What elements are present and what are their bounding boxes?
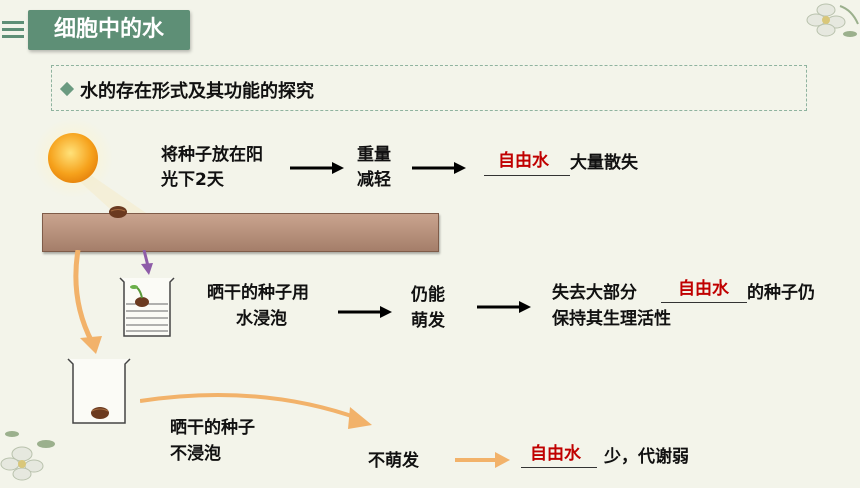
- menu-lines-icon: [0, 18, 26, 40]
- section-subtitle: 水的存在形式及其功能的探究: [80, 81, 314, 102]
- flower-decoration-icon: [0, 420, 60, 488]
- beaker-with-water-icon: [118, 274, 176, 344]
- row2-step2-line2: 萌发: [411, 311, 445, 331]
- row1-step1-line1: 将种子放在阳: [161, 145, 263, 165]
- arrow-right-icon: [477, 299, 532, 318]
- row3-result: 少，代谢弱: [604, 447, 689, 467]
- curved-arrow-icon: [60, 249, 110, 364]
- arrow-right-icon: [338, 304, 393, 323]
- row2-result-prefix: 失去大部分: [552, 283, 637, 303]
- row1-answer: 自由水: [498, 151, 549, 171]
- row1-step1-line2: 光下2天: [161, 170, 224, 190]
- row3-answer-blank: [521, 467, 597, 468]
- arrow-down-icon: [138, 249, 158, 282]
- row2-answer-blank: [661, 302, 747, 303]
- beaker-empty-icon: [66, 355, 132, 431]
- row3-step2: 不萌发: [368, 451, 419, 471]
- arrow-right-icon: [290, 160, 345, 179]
- sun-icon: [28, 118, 148, 222]
- row2-result-suffix: 的种子仍: [747, 283, 815, 303]
- row3-step1-line1: 晒干的种子: [170, 418, 255, 438]
- row2-step2-line1: 仍能: [411, 285, 445, 305]
- row1-answer-blank: [484, 175, 570, 176]
- page-title: 细胞中的水: [28, 10, 190, 50]
- arrow-right-icon: [455, 452, 511, 472]
- row2-answer: 自由水: [678, 279, 729, 299]
- seed-icon: [108, 204, 128, 223]
- row1-step2-line2: 减轻: [357, 170, 391, 190]
- row1-step2-line1: 重量: [357, 145, 391, 165]
- row3-answer: 自由水: [530, 444, 581, 464]
- row2-step1-line1: 晒干的种子用: [207, 283, 309, 303]
- subtitle-box: [51, 65, 807, 111]
- row1-result: 大量散失: [570, 153, 638, 173]
- row2-result-line2: 保持其生理活性: [552, 309, 671, 329]
- row2-step1-line2: 水浸泡: [236, 309, 287, 329]
- row3-step1-line2: 不浸泡: [170, 444, 221, 464]
- arrow-right-icon: [412, 160, 467, 179]
- flower-decoration-icon: [796, 0, 860, 52]
- wooden-board: [42, 213, 439, 252]
- curved-arrow-icon: [139, 385, 380, 439]
